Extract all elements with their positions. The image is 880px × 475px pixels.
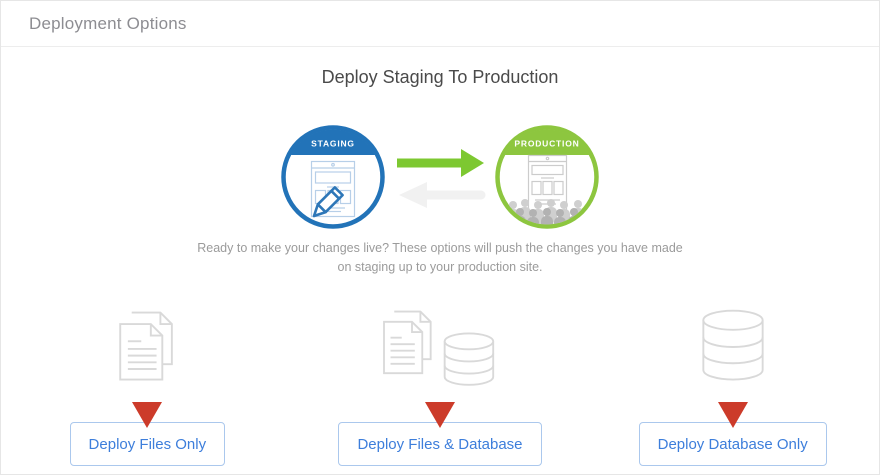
deploy-files-only-button[interactable]: Deploy Files Only (69, 422, 226, 466)
red-arrow-marker (424, 402, 455, 428)
arrow-right-icon (397, 149, 484, 177)
staging-label: STAGING (311, 139, 355, 149)
deploy-options: Deploy Files Only (1, 299, 879, 466)
option-files-only: Deploy Files Only (1, 299, 294, 466)
arrow-left-icon (399, 182, 486, 208)
deploy-files-database-button[interactable]: Deploy Files & Database (338, 422, 542, 466)
panel-header: Deployment Options (1, 1, 879, 47)
pencil-icon (312, 186, 344, 218)
page-title: Deployment Options (29, 13, 187, 33)
staging-circle-graphic: STAGING (281, 125, 385, 229)
files-icon (103, 299, 191, 394)
staging-production-graphic: STAGING (1, 125, 879, 229)
sync-arrows-graphic (397, 149, 486, 208)
description-text: Ready to make your changes live? These o… (197, 241, 683, 274)
option-files-and-database: Deploy Files & Database (294, 299, 587, 466)
red-arrow-marker (717, 402, 748, 428)
database-icon (689, 299, 777, 394)
production-label: PRODUCTION (514, 139, 579, 149)
red-arrow-marker (132, 402, 163, 428)
files-database-icon (370, 299, 510, 394)
option-database-only: Deploy Database Only (586, 299, 879, 466)
section-title: Deploy Staging To Production (321, 67, 559, 87)
panel-body: Deploy Staging To Production STAGING (1, 67, 879, 466)
production-circle-graphic: PRODUCTION (495, 125, 599, 229)
deploy-database-only-button[interactable]: Deploy Database Only (638, 422, 827, 466)
